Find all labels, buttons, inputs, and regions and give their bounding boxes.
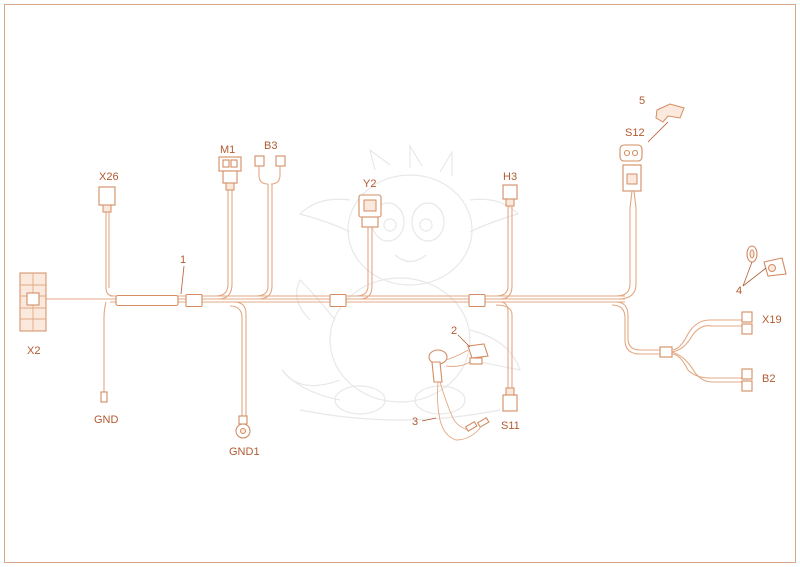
callout-5: 5 — [639, 95, 645, 107]
branch-b3 — [254, 155, 286, 300]
callout-4: 4 — [736, 285, 742, 297]
branch-gnd1 — [229, 301, 251, 439]
callout-3: 3 — [412, 416, 418, 428]
branch-x26 — [98, 186, 116, 297]
branch-gnd — [100, 301, 108, 403]
label-b3: B3 — [264, 140, 277, 152]
part-2-3-accessory-lead — [421, 334, 490, 441]
label-b2: B2 — [762, 373, 775, 385]
callout-2: 2 — [451, 325, 457, 337]
branch-s12 — [615, 144, 643, 300]
watermark-dragon — [281, 143, 521, 421]
part-4-socket — [742, 245, 787, 287]
label-h3: H3 — [503, 171, 517, 183]
label-y2: Y2 — [363, 178, 376, 190]
label-gnd1: GND1 — [229, 446, 260, 458]
label-m1: M1 — [220, 144, 235, 156]
label-x19: X19 — [762, 314, 782, 326]
harness-trunk — [46, 293, 625, 308]
label-x26: X26 — [99, 171, 119, 183]
part-5-clip — [647, 103, 685, 143]
label-s11: S11 — [501, 420, 520, 432]
drawing-frame — [4, 4, 796, 563]
label-s12: S12 — [625, 127, 645, 139]
branch-y2 — [355, 194, 382, 300]
branch-s11 — [495, 301, 518, 412]
callout-1: 1 — [180, 254, 186, 266]
branch-m1 — [215, 156, 242, 300]
branch-x19-b2 — [611, 301, 753, 392]
label-x2: X2 — [27, 345, 40, 357]
connector-x2 — [19, 272, 47, 332]
branch-h3 — [495, 184, 518, 300]
label-gnd: GND — [94, 414, 119, 426]
